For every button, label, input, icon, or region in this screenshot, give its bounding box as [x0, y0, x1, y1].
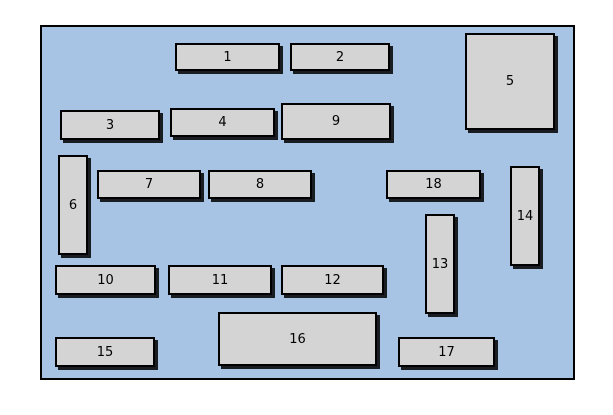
box-7: 7	[97, 170, 201, 199]
box-label: 14	[516, 208, 534, 224]
box-label: 3	[105, 117, 115, 133]
box-label: 5	[505, 74, 515, 89]
box-4: 4	[170, 108, 275, 137]
box-11: 11	[168, 265, 272, 295]
box-3: 3	[60, 110, 160, 140]
box-label: 17	[438, 344, 455, 360]
box-14: 14	[510, 166, 540, 266]
box-label: 15	[96, 344, 114, 360]
box-2: 2	[290, 43, 390, 71]
box-label: 11	[211, 272, 229, 288]
box-17: 17	[398, 337, 495, 367]
box-8: 8	[208, 170, 312, 199]
box-label: 4	[218, 115, 227, 130]
box-label: 8	[255, 177, 265, 192]
box-label: 1	[223, 49, 232, 65]
box-15: 15	[55, 337, 155, 367]
box-16: 16	[218, 312, 377, 366]
box-6: 6	[58, 155, 88, 255]
box-label: 13	[431, 256, 449, 272]
box-label: 7	[144, 177, 154, 192]
box-label: 2	[335, 49, 345, 65]
box-label: 9	[331, 114, 341, 129]
box-5: 5	[465, 33, 555, 130]
box-10: 10	[55, 265, 156, 295]
box-18: 18	[386, 170, 481, 199]
box-label: 18	[425, 177, 442, 192]
box-label: 12	[324, 272, 341, 288]
box-label: 10	[97, 272, 114, 288]
box-12: 12	[281, 265, 384, 295]
box-label: 16	[289, 331, 306, 347]
box-1: 1	[175, 43, 280, 71]
box-13: 13	[425, 214, 455, 314]
box-label: 6	[68, 197, 78, 213]
box-9: 9	[281, 103, 391, 140]
